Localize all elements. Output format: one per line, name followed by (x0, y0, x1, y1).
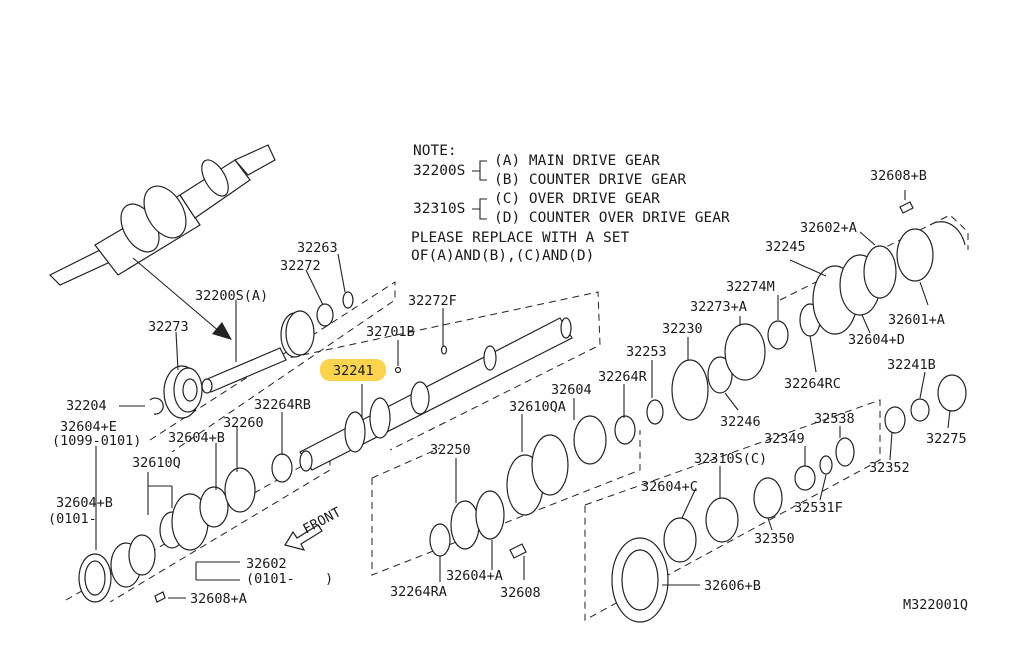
part-label[interactable]: 32604+B (56, 495, 113, 511)
note-set-a-code: 32200S (413, 163, 465, 179)
arrow-head-icon (212, 322, 232, 340)
leader-lines (95, 190, 951, 599)
part-label[interactable]: 32604+C (641, 479, 698, 495)
note-line-d: (D) COUNTER OVER DRIVE GEAR (494, 210, 730, 226)
part-label[interactable]: 32604 (551, 382, 592, 398)
part-label[interactable]: 32602+A (800, 220, 857, 236)
part-label[interactable]: 32253 (626, 344, 667, 360)
diagram-code: M322001Q (903, 597, 968, 613)
note-bracket-a (472, 160, 487, 181)
part-label[interactable]: 32604+A (446, 568, 503, 584)
part-label[interactable]: 32241B (887, 357, 936, 373)
part-label[interactable]: 32604+D (848, 332, 905, 348)
key-32608-a (154, 591, 166, 603)
group-box-mainshaft (231, 291, 601, 451)
part-range-close: ) (325, 571, 333, 587)
part-label[interactable]: 32272F (408, 293, 457, 309)
part-label[interactable]: 32701B (366, 324, 415, 340)
shaft-assembly-illustration (48, 144, 276, 286)
part-label[interactable]: 32272 (280, 258, 321, 274)
part-label[interactable]: 32264RB (254, 397, 311, 413)
part-range: (0101- (246, 571, 295, 587)
part-label[interactable]: 32601+A (888, 312, 945, 328)
key-32608 (509, 543, 527, 559)
ball-32272f (440, 345, 448, 355)
group-box-overdrive (584, 399, 881, 621)
arrow-shaft (132, 257, 221, 333)
part-label[interactable]: 32538 (814, 411, 855, 427)
part-label[interactable]: 32275 (926, 431, 967, 447)
note-replace-1: PLEASE REPLACE WITH A SET (411, 230, 630, 246)
part-label[interactable]: 32274M (726, 279, 775, 295)
part-range: (1099-0101) (52, 433, 141, 449)
part-label[interactable]: 32604+B (168, 430, 225, 446)
mainshaft (299, 317, 573, 472)
part-label[interactable]: 32245 (765, 239, 806, 255)
part-label[interactable]: 32606+B (704, 578, 761, 594)
pin-32701b (394, 366, 402, 374)
part-label[interactable]: 32608+B (870, 168, 927, 184)
part-label[interactable]: 32230 (662, 321, 703, 337)
part-label[interactable]: 32602 (246, 556, 287, 572)
part-label[interactable]: 32608 (500, 585, 541, 601)
part-label[interactable]: 32610QA (509, 399, 566, 415)
part-label[interactable]: 32273 (148, 319, 189, 335)
countershaft (429, 303, 821, 557)
part-label[interactable]: 32310S(C) (694, 451, 767, 467)
bearing-32273 (163, 365, 203, 419)
part-label[interactable]: 32246 (720, 414, 761, 430)
part-label[interactable]: 32350 (754, 531, 795, 547)
part-label[interactable]: 32604+E (60, 419, 117, 435)
note-title: NOTE: (413, 143, 457, 159)
part-label[interactable]: 32264RA (390, 584, 447, 600)
note-bracket-b (472, 198, 487, 220)
part-label-32241[interactable]: 32241 (333, 363, 374, 379)
note-set-b-code: 32310S (413, 201, 465, 217)
group-box-countershaft (371, 430, 641, 576)
snap-ring-32204 (149, 397, 164, 415)
part-label[interactable]: 32200S(A) (195, 288, 268, 304)
note-line-c: (C) OVER DRIVE GEAR (494, 191, 660, 207)
part-label[interactable]: 32204 (66, 398, 107, 414)
part-label[interactable]: 32260 (223, 415, 264, 431)
part-label[interactable]: 32264RC (784, 376, 841, 392)
overdrive-upper (812, 201, 966, 335)
synchro-stack-left (78, 453, 293, 603)
part-label[interactable]: 32263 (297, 240, 338, 256)
note-line-a: (A) MAIN DRIVE GEAR (494, 153, 660, 169)
front-label: FRONT (300, 504, 343, 537)
part-label[interactable]: 32352 (869, 460, 910, 476)
part-label[interactable]: 32349 (764, 431, 805, 447)
part-labels: 32263 32272 32200S(A) 32273 32204 32604+… (48, 168, 967, 607)
note-line-b: (B) COUNTER DRIVE GEAR (494, 172, 686, 188)
part-range: (0101- (48, 511, 97, 527)
part-label[interactable]: 32608+A (190, 591, 247, 607)
part-label[interactable]: 32264R (598, 369, 648, 385)
main-drive-gear (201, 291, 354, 394)
note-replace-2: OF(A)AND(B),(C)AND(D) (411, 248, 594, 264)
highlight-marker (320, 359, 386, 381)
part-label[interactable]: 32250 (430, 442, 471, 458)
part-label[interactable]: 32531F (794, 500, 843, 516)
part-label[interactable]: 32610Q (132, 455, 181, 471)
part-label[interactable]: 32273+A (690, 299, 747, 315)
front-arrow-icon (284, 524, 323, 551)
